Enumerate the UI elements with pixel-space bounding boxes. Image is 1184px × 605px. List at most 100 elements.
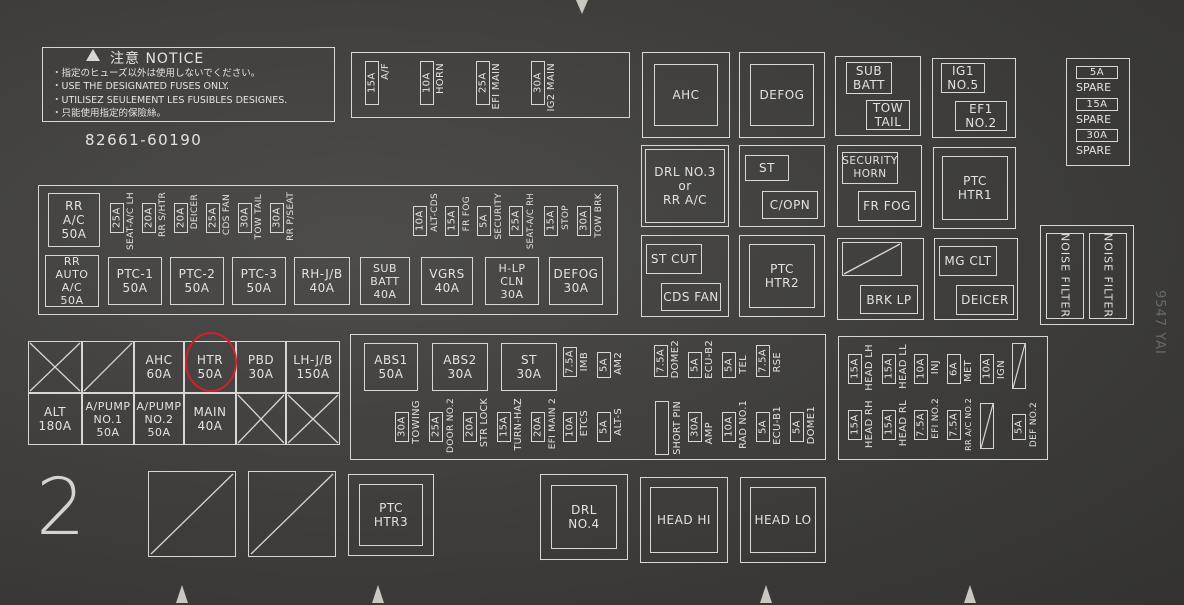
empty-slot-1-cross (29, 342, 81, 392)
center-bottom-3: 15A (497, 412, 511, 442)
relay-ptc-htr2-frame (739, 235, 825, 317)
notice-line-cn: ・只能使用指定的保險絲。 (52, 108, 167, 119)
noise-filter-1-label: NOISE FILTER (1058, 233, 1072, 319)
right-top-2-label: INJ (930, 360, 941, 375)
empty-mini-slot-2-diagonal (980, 403, 994, 449)
empty-slot-5-diagonal (150, 473, 234, 555)
right-bottom-2: 7.5A (914, 410, 928, 440)
relay-brk-lp-frame (837, 238, 924, 320)
fuse-ahc-60a: AHC 60A (134, 341, 184, 393)
center-bottom-2-label: STR LOCK (479, 398, 490, 448)
center-top-5: 7.5A (756, 345, 770, 377)
right-bottom-1-label: HEAD RL (898, 400, 909, 447)
right-bottom-3-label: RR A/C NO.2 (964, 398, 973, 451)
fuse-pbd-30a: PBD 30A (236, 341, 286, 393)
warning-triangle-icon (86, 49, 100, 61)
relay-head-hi-frame (640, 477, 728, 563)
mini-left-0-label: SEAT-A/C LH (126, 192, 136, 250)
fuse-top-1: 10A (420, 61, 434, 105)
relay-ptc-htr3: PTC HTR3 (359, 484, 423, 546)
fuse-main-40a: MAIN 40A (184, 393, 236, 445)
right-bottom-2-label: EFI NO.2 (931, 398, 941, 439)
fuse-ptc-1: PTC-1 50A (108, 257, 162, 305)
mounting-tab-icon (576, 0, 588, 14)
fuse-st-30a: ST 30A (501, 343, 557, 391)
mini-right-1-label: FR FOG (462, 196, 472, 232)
right-bottom-0: 15A (848, 410, 862, 440)
relay-sub-batt-frame (835, 56, 921, 136)
right-bottom-3: 7.5A (947, 410, 961, 440)
mounting-tab-icon (964, 585, 976, 603)
center-top-3: 5A (688, 352, 702, 378)
fuse-vgrs: VGRS 40A (421, 257, 473, 305)
empty-mini-slot-2 (980, 403, 994, 449)
fuse-abs2: ABS2 30A (432, 343, 488, 391)
relay-st: ST (745, 155, 789, 181)
short-pin-label: SHORT PIN (672, 401, 683, 455)
mini-right-0: 10A (413, 206, 427, 236)
center-bottom-10-label: ECU-B1 (772, 406, 783, 445)
center-top-4-label: TEL (738, 355, 749, 374)
empty-slot-4 (286, 393, 340, 445)
mini-left-4-label: TOW TAIL (254, 194, 264, 240)
center-bottom-5: 10A (563, 412, 577, 442)
short-pin (655, 401, 669, 455)
spare-panel (1066, 58, 1130, 166)
relay-drl-no4: DRL NO.4 (551, 485, 617, 549)
relay-sub-batt: SUB BATT (846, 62, 892, 94)
notice-line-fr: ・UTILISEZ SEULEMENT LES FUSIBLES DESIGNE… (52, 95, 288, 106)
right-top-4-label: IGN (996, 360, 1007, 380)
mini-left-3-label: CDS FAN (222, 194, 232, 236)
right-top-1: 15A (882, 354, 896, 384)
fuse-lh-jb-150a: LH-J/B 150A (286, 341, 340, 393)
relay-security-horn: SECURITY HORN (842, 152, 898, 184)
mini-right-4: 15A (544, 206, 558, 236)
notice-line-jp: ・指定のヒューズ以外は使用しないでください。 (52, 68, 261, 79)
center-bottom-11-label: DOME1 (806, 406, 817, 445)
mini-left-1-label: RR S/HTR (158, 192, 168, 238)
right-top-3-label: MET (963, 360, 974, 382)
part-number: 82661-60190 (85, 131, 203, 149)
mini-right-0-label: ALT-CDS (430, 193, 440, 232)
right-bottom-0-label: HEAD RH (864, 400, 875, 449)
center-bottom-2: 20A (463, 412, 477, 442)
fuse-top-1-label: HORN (435, 63, 446, 95)
fuse-top-2-label: EFI MAIN (491, 63, 502, 110)
fuse-top-3-label: IG2 MAIN (546, 63, 557, 112)
mini-right-3-label: SEAT-A/C RH (526, 193, 536, 250)
fuse-ptc-3: PTC-3 50A (232, 257, 286, 305)
relay-defog-frame (739, 52, 825, 138)
mini-right-3: 25A (509, 206, 523, 236)
fuse-rr-ac: RR A/C 50A (48, 193, 100, 247)
relay-head-lo-frame (740, 477, 826, 563)
empty-slot-3-cross (237, 394, 285, 444)
relay-head-hi: HEAD HI (650, 487, 718, 553)
center-top-1: 5A (597, 352, 611, 378)
fuse-a-pump-no1: A/PUMP NO.1 50A (82, 393, 134, 445)
relay-ptc-htr1: PTC HTR1 (942, 156, 1008, 220)
notice-line-en: ・USE THE DESIGNATED FUSES ONLY. (52, 81, 230, 92)
center-top-5-label: RSE (772, 352, 783, 373)
fuse-h-lp-cln: H-LP CLN 30A (485, 257, 539, 305)
mini-left-5-label: RR P/SEAT (286, 192, 296, 241)
relay-defog: DEFOG (750, 64, 814, 126)
center-top-1-label: AM2 (613, 352, 624, 375)
center-bottom-1: 25A (429, 412, 443, 442)
relay-head-lo: HEAD LO (750, 487, 816, 553)
empty-slot-1 (28, 341, 82, 393)
mini-right-2: 5A (477, 206, 491, 236)
fuse-rh-jb: RH-J/B 40A (294, 257, 350, 305)
mini-right-4-label: STOP (561, 205, 571, 230)
spare-5a: 5A (1076, 66, 1118, 79)
notice-panel (42, 47, 335, 122)
right-bottom-4-label: DEF NO.2 (1029, 402, 1039, 448)
mini-right-5: 30A (577, 206, 591, 236)
center-bottom-6-label: ALT-S (613, 408, 624, 436)
relay-brk-lp: BRK LP (860, 285, 918, 314)
empty-mini-slot-1 (1012, 343, 1026, 389)
center-bottom-4: 20A (531, 412, 545, 442)
relay-drl-no3: DRL NO.3 or RR A/C (645, 149, 725, 223)
mini-left-2-label: DEICER (190, 194, 200, 230)
right-fuse-block (838, 336, 1048, 460)
center-top-3-label: ECU-B2 (704, 340, 715, 379)
